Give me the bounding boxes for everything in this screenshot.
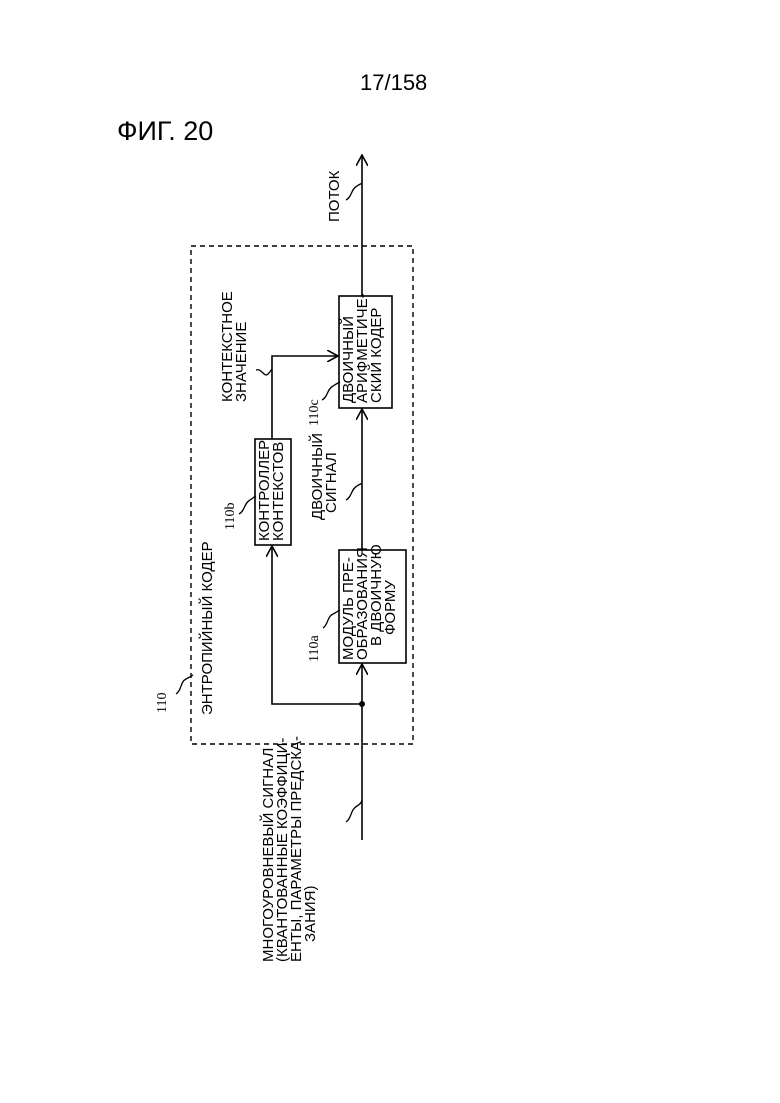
- output-stream-leader: [346, 183, 362, 200]
- junction-dot: [359, 701, 365, 707]
- binary-signal-label: ДВОИЧНЫЙ СИГНАЛ: [308, 429, 340, 520]
- output-stream-label: ПОТОК: [326, 170, 343, 222]
- arithmetic-coder-line: СКИЙ КОДЕР: [367, 308, 385, 403]
- context-value-label: КОНТЕКСТНОЕ ЗНАЧЕНИЕ: [219, 287, 250, 402]
- context-value-line: ЗНАЧЕНИЕ: [233, 322, 250, 402]
- context-controller-label: КОНТРОЛЛЕР КОНТЕКСТОВ: [256, 436, 287, 541]
- context-value-leader: [256, 369, 272, 375]
- context-controller-ref: 110b: [223, 503, 238, 530]
- arithmetic-coder-ref: 110c: [307, 399, 322, 426]
- binarizer-line: ФОРМУ: [382, 580, 399, 635]
- arithmetic-coder-ref-leader: [322, 382, 340, 400]
- binarizer-ref: 110a: [307, 635, 322, 662]
- context-controller-line: КОНТЕКСТОВ: [270, 442, 287, 541]
- binary-signal-leader: [346, 483, 362, 500]
- entropy-coder-label: ЭНТРОПИЙНЫЙ КОДЕР: [198, 541, 216, 715]
- input-signal-line: ЗАНИЯ): [302, 885, 319, 942]
- binarizer-ref-leader: [323, 610, 340, 628]
- binary-signal-line: СИГНАЛ: [323, 452, 340, 513]
- input-signal-label: МНОГОУРОВНЕВЫЙ СИГНАЛ (КВАНТОВАННЫЕ КОЭФ…: [259, 732, 319, 962]
- input-signal-leader: [346, 800, 362, 822]
- entropy-coder-ref: 110: [155, 693, 170, 713]
- context-controller-ref-leader: [239, 496, 256, 514]
- context-value-arrow: [272, 356, 338, 439]
